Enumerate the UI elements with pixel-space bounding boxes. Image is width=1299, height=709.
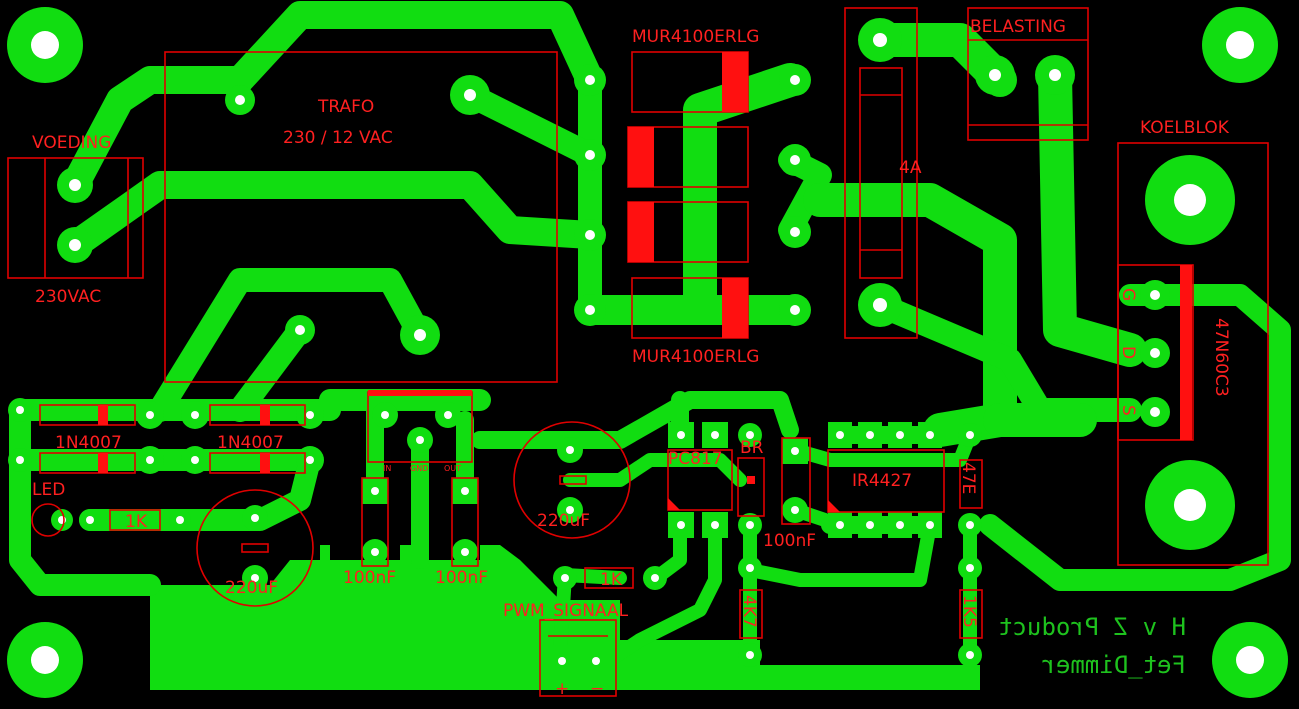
minus-label: − xyxy=(590,679,604,699)
r-led-label: 1K xyxy=(125,512,148,532)
belasting-label: BELASTING xyxy=(970,17,1066,37)
r-47e-label: 47E xyxy=(958,462,978,494)
trafo-label: TRAFO xyxy=(317,97,374,117)
diode-top-label: MUR4100ERLG xyxy=(632,27,759,47)
silkscreen-labels: VOEDING 230VAC TRAFO 230 / 12 VAC MUR410… xyxy=(32,17,1231,699)
diode-band xyxy=(260,405,270,425)
bridge-label: BR xyxy=(740,438,764,458)
r-4k7-label: 4K7 xyxy=(739,595,759,628)
diode-bottom-label: MUR4100ERLG xyxy=(632,347,759,367)
brand-text: H v Z Product Fet_Dimmer xyxy=(998,613,1186,679)
brand-line1: H v Z Product xyxy=(998,613,1186,641)
cap-100n-2-label: 100nF xyxy=(435,568,488,588)
rect1-label: 1N4007 xyxy=(55,433,122,453)
fuse-label: 4A xyxy=(899,158,922,178)
regulator-tab xyxy=(368,390,472,396)
diode-band xyxy=(628,127,654,187)
optocoupler-label: PC817 xyxy=(668,449,723,469)
pin-s-label: S xyxy=(1118,405,1138,416)
diode-band xyxy=(98,453,108,473)
diode-band xyxy=(722,52,748,112)
pwm-label: PWM_SIGNAAL xyxy=(503,601,629,621)
bridge-marker xyxy=(747,476,755,484)
diode-band xyxy=(722,278,748,338)
copper-traces xyxy=(9,1,1291,667)
reg-gnd-label: GND xyxy=(410,464,428,473)
r-1k5-label: 1K5 xyxy=(959,595,979,628)
diode-band xyxy=(628,202,654,262)
cap1-label: 220uF xyxy=(225,578,278,598)
diode-band xyxy=(98,405,108,425)
mosfet-tab xyxy=(1180,265,1192,440)
pin1-marker xyxy=(828,500,840,512)
rect2-label: 1N4007 xyxy=(217,433,284,453)
cap2-label: 220uF xyxy=(537,511,590,531)
driver-label: IR4427 xyxy=(852,471,912,491)
reg-out-label: OUT xyxy=(444,464,461,473)
pin-g-label: G xyxy=(1118,288,1138,301)
voeding-label: VOEDING xyxy=(32,133,111,153)
silkscreen xyxy=(7,7,1269,697)
vac-label: 230VAC xyxy=(35,287,101,307)
diode-band xyxy=(260,453,270,473)
koelblok-label: KOELBLOK xyxy=(1140,118,1230,138)
trafo-spec-label: 230 / 12 VAC xyxy=(283,128,393,148)
cap-100n-1-label: 100nF xyxy=(343,568,396,588)
mosfet-label: 47N60C3 xyxy=(1211,318,1231,397)
pads xyxy=(7,7,1288,698)
cap-100n-3-label: 100nF xyxy=(763,531,816,551)
led-label: LED xyxy=(32,480,65,500)
pin1-marker xyxy=(668,498,680,510)
r-1k-pwm-label: 1K xyxy=(600,570,623,590)
reg-in-label: IN xyxy=(383,464,391,473)
plus-label: + xyxy=(555,679,569,699)
brand-line2: Fet_Dimmer xyxy=(1042,651,1187,679)
pin-d-label: D xyxy=(1118,346,1138,359)
